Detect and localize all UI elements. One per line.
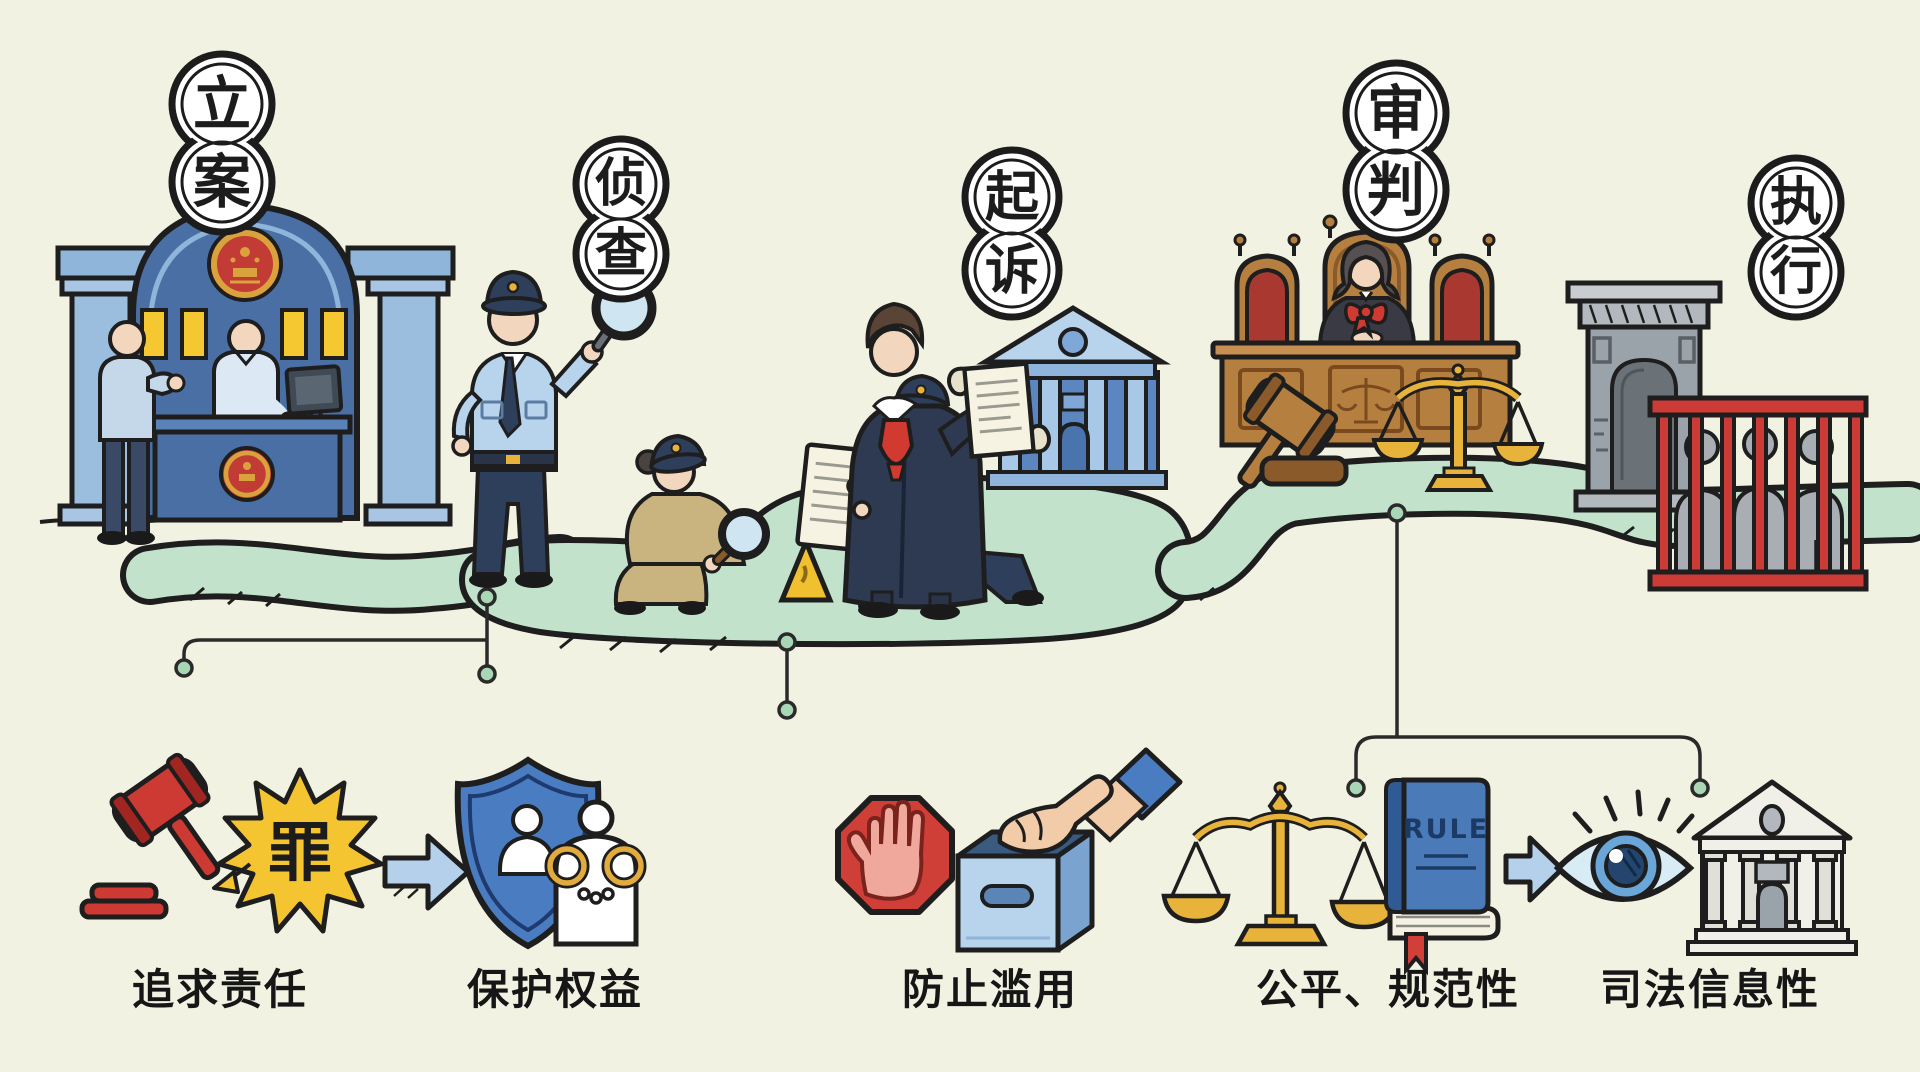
stop-hand-icon bbox=[835, 795, 955, 915]
connector-lines bbox=[174, 503, 1710, 798]
scales-engraving bbox=[1336, 378, 1396, 424]
principle-label-transparency: 司法信息性 bbox=[1599, 965, 1820, 1014]
icon-group-abuse-prevention bbox=[835, 747, 1183, 953]
badge-char-bottom: 行 bbox=[1770, 242, 1822, 302]
magnifying-glass-icon bbox=[712, 508, 770, 566]
judge-figure bbox=[1317, 239, 1417, 347]
bookmark-ribbon bbox=[1404, 932, 1428, 976]
kneeling-female-officer bbox=[613, 433, 770, 615]
rule-book-icon: RULE bbox=[1384, 777, 1501, 976]
station-cornice-right bbox=[345, 245, 456, 281]
badge-char-top: 立 bbox=[193, 70, 251, 138]
crime-burst-icon: 罪 bbox=[212, 767, 384, 934]
reception-desk bbox=[142, 414, 353, 523]
national-emblem bbox=[207, 226, 283, 302]
courthouse-icon bbox=[1686, 779, 1858, 956]
prosecutor-hair bbox=[865, 301, 925, 350]
stage-badge-case-filing: 立 案 bbox=[168, 50, 276, 236]
judge-red-bow bbox=[1344, 302, 1388, 340]
icon-group-fairness: RULE bbox=[1161, 777, 1501, 976]
badge-char-top: 执 bbox=[1770, 173, 1822, 233]
scene-enforcement bbox=[1565, 280, 1869, 592]
gavel-block bbox=[1259, 455, 1349, 487]
red-gavel-icon bbox=[79, 752, 221, 920]
crime-character: 罪 bbox=[268, 817, 332, 891]
badge-char-top: 起 bbox=[985, 166, 1040, 229]
flow-arrow-icon bbox=[1503, 835, 1565, 903]
badge-char-bottom: 案 bbox=[193, 148, 252, 216]
side-chair-right bbox=[1428, 233, 1496, 347]
badge-char-bottom: 查 bbox=[595, 224, 647, 284]
stage-badge-prosecution: 起 诉 bbox=[961, 146, 1063, 321]
cell-bars bbox=[1656, 406, 1864, 582]
eye-icon bbox=[1553, 789, 1695, 902]
icon-group-rights-protection bbox=[454, 756, 647, 950]
gavel-large bbox=[1237, 372, 1349, 489]
principle-label-abuse-prevention: 防止滥用 bbox=[901, 965, 1078, 1014]
connector-dots bbox=[174, 503, 1710, 798]
judge-hair bbox=[1331, 239, 1401, 301]
icon-group-transparency bbox=[1553, 779, 1858, 956]
citizen-figure bbox=[97, 320, 186, 545]
principle-label-accountability: 追求责任 bbox=[131, 965, 308, 1014]
stage-badge-investigation: 侦 查 bbox=[572, 135, 670, 303]
desk-officer bbox=[212, 319, 297, 432]
badge-char-top: 侦 bbox=[595, 154, 647, 214]
station-columns bbox=[57, 275, 453, 527]
scene-prosecution bbox=[842, 301, 1171, 620]
desk-computer bbox=[284, 364, 344, 427]
scales-icon bbox=[1161, 781, 1399, 947]
indictment-scroll bbox=[947, 361, 1051, 460]
badge-char-bottom: 判 bbox=[1367, 156, 1425, 224]
scene-trial bbox=[1210, 214, 1545, 492]
handcuffs-icon bbox=[544, 843, 647, 905]
evidence-box-icon bbox=[955, 829, 1095, 953]
handcuffed-person-icon bbox=[544, 799, 647, 947]
reaching-hand-icon bbox=[997, 747, 1183, 854]
scales-of-justice-large bbox=[1371, 363, 1545, 492]
red-jabot bbox=[877, 418, 915, 467]
side-chair-left bbox=[1233, 233, 1301, 347]
badge-char-top: 审 bbox=[1367, 79, 1425, 147]
principle-label-fairness: 公平、规范性 bbox=[1255, 965, 1520, 1014]
rule-book-title: RULE bbox=[1403, 814, 1489, 845]
badge-char-bottom: 诉 bbox=[985, 239, 1039, 302]
flow-arrow-icon bbox=[382, 833, 471, 911]
station-windows bbox=[140, 308, 348, 360]
stage-badge-trial: 审 判 bbox=[1342, 59, 1450, 244]
icon-group-accountability: 罪 bbox=[79, 752, 384, 934]
principle-label-rights-protection: 保护权益 bbox=[466, 965, 643, 1014]
scene-case-filing bbox=[39, 201, 456, 545]
standing-officer bbox=[451, 269, 657, 588]
stage-badge-enforcement: 执 行 bbox=[1747, 154, 1845, 321]
prison-cell bbox=[1647, 395, 1869, 592]
